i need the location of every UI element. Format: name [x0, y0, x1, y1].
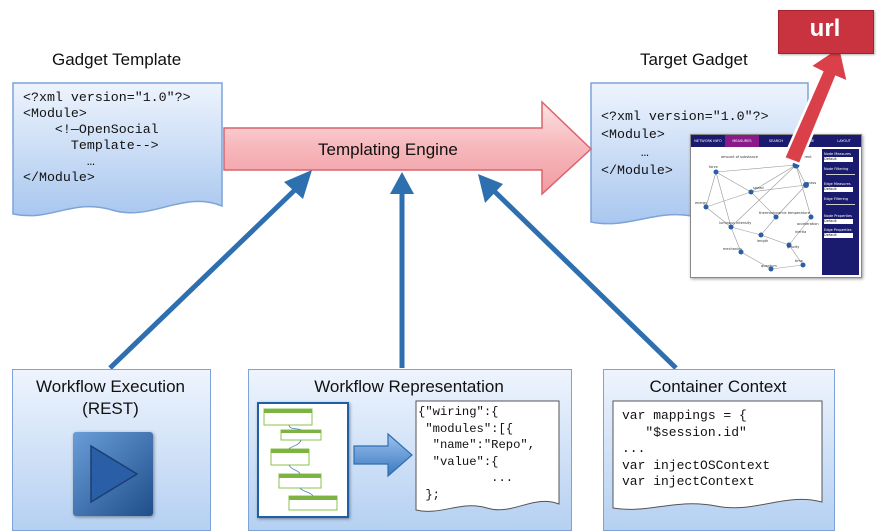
edge-measures-select[interactable]: Default: [824, 187, 853, 192]
panel-heading: Node Filtering: [824, 167, 849, 171]
templating-engine-arrow: [223, 100, 593, 196]
panel-heading: Node Measures: [824, 152, 851, 156]
gadget-template-code: <?xml version="1.0"?> <Module> <!—OpenSo…: [23, 90, 191, 186]
code-line: </Module>: [601, 163, 673, 178]
code-line: "name":"Repo",: [418, 438, 536, 452]
conversion-arrow: [353, 432, 413, 478]
code-line: "value":{: [418, 454, 499, 469]
code-line: <Module>: [23, 106, 87, 121]
code-line: …: [23, 154, 95, 169]
tab-layout[interactable]: LAYOUT: [837, 139, 851, 143]
code-line: <?xml version="1.0"?>: [601, 109, 769, 124]
context-arrow: [488, 185, 678, 370]
panel-heading: Edge Properties: [824, 228, 852, 232]
json-doc: [415, 400, 560, 512]
node-label: force: [709, 165, 718, 169]
node-label: energy: [695, 201, 708, 205]
code-line: {"wiring":{: [418, 405, 499, 419]
url-arrow: [782, 43, 850, 166]
node-filter-slider[interactable]: [826, 174, 855, 175]
node-label: amount of substance: [721, 155, 759, 159]
code-line: <?xml version="1.0"?>: [23, 90, 191, 105]
target-gadget-code: <?xml version="1.0"?> <Module> … </Modul…: [601, 108, 769, 180]
url-label: url: [809, 15, 841, 42]
gadget-template-title: Gadget Template: [52, 50, 182, 69]
code-line: <Module>: [601, 127, 665, 142]
tab-search[interactable]: SEARCH: [768, 139, 784, 143]
network-app-screenshot: NETWORK INFO MEASURES SEARCH TIME LAYOUT: [690, 134, 862, 278]
code-line: Template-->: [23, 138, 159, 153]
code-line: </Module>: [23, 170, 95, 185]
play-icon: [90, 444, 139, 504]
code-line: <!—OpenSocial: [23, 122, 159, 137]
code-line: var injectContext: [622, 474, 755, 489]
edge-filter-slider[interactable]: [826, 204, 855, 205]
node-properties-select[interactable]: Default: [824, 219, 853, 224]
code-line: ...: [622, 441, 646, 456]
target-gadget-title: Target Gadget: [640, 50, 748, 69]
tab-network-info[interactable]: NETWORK INFO: [694, 139, 722, 143]
input-arrows: [108, 170, 678, 370]
node-label: speed: [753, 186, 764, 190]
workflow-diagram-thumbnail: [257, 402, 349, 518]
tab-measures[interactable]: MEASURES: [725, 135, 759, 147]
network-tab-bar: NETWORK INFO MEASURES SEARCH TIME LAYOUT: [691, 135, 861, 147]
panel-heading: Edge Measures: [824, 182, 851, 186]
workflow-execution-title: Workflow Execution: [36, 377, 185, 396]
node-label: luminous intensity: [719, 221, 752, 225]
workflow-modules: [263, 408, 338, 511]
execution-arrow: [108, 183, 302, 370]
node-label: acceleration: [797, 222, 819, 226]
code-line: "modules":[{: [418, 421, 514, 436]
node-label: length: [757, 239, 769, 243]
container-context-title: Container Context: [649, 377, 787, 396]
panel-heading: Node Properties: [824, 214, 852, 218]
url-badge: [778, 10, 874, 54]
gadget-template-doc: [12, 82, 223, 217]
play-button[interactable]: [73, 432, 153, 516]
node-label: quantum: [761, 264, 777, 268]
json-code: {"wiring":{ "modules":[{ "name":"Repo", …: [418, 404, 535, 503]
node-label: inertia: [795, 230, 807, 234]
node-measures-select[interactable]: Default: [824, 157, 853, 162]
network-side-panel: Node Measures Default Node Filtering Edg…: [822, 149, 859, 275]
code-line: };: [418, 487, 440, 502]
code-line: ...: [418, 471, 514, 485]
panel-heading: Edge Filtering: [824, 197, 849, 201]
context-code: var mappings = { "$session.id" ... var i…: [622, 408, 770, 491]
templating-engine-label: Templating Engine: [318, 140, 458, 159]
node-label: mass: [807, 181, 817, 185]
node-label: mechanics: [723, 247, 742, 251]
code-line: var injectOSContext: [622, 457, 771, 473]
code-line: …: [601, 145, 649, 160]
code-line: var mappings = {: [622, 408, 747, 423]
node-label: gravity: [787, 245, 800, 249]
workflow-execution-subtitle: (REST): [82, 399, 139, 418]
node-label: time: [795, 259, 803, 263]
code-line: "$session.id": [622, 424, 747, 440]
node-label: thermodynamic temperature: [759, 211, 810, 215]
edge-properties-select[interactable]: Default: [824, 233, 853, 238]
context-doc: [612, 400, 823, 510]
workflow-representation-title: Workflow Representation: [314, 377, 504, 396]
network-graph: [703, 161, 814, 272]
